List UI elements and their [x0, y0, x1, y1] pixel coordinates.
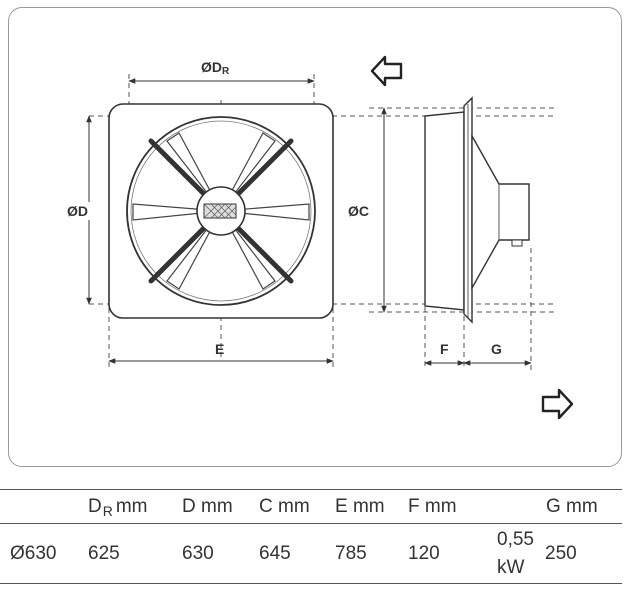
cell-power-unit: kW — [497, 557, 525, 578]
header-d: D mm — [182, 496, 233, 517]
header-f: F mm — [408, 496, 457, 517]
e-label: E — [215, 341, 224, 357]
g-label: G — [491, 341, 502, 357]
cell-dr: 625 — [88, 543, 120, 564]
header-c: C mm — [259, 496, 310, 517]
dr-label: ØDR — [201, 59, 230, 77]
airflow-arrow-right-icon — [541, 388, 574, 420]
header-e: E mm — [335, 496, 385, 517]
table-header-rule — [0, 523, 622, 524]
d-label: ØD — [67, 203, 88, 219]
header-g: G mm — [546, 496, 598, 517]
cell-model: Ø630 — [10, 543, 57, 564]
table-top-rule — [0, 489, 622, 490]
cell-g: 250 — [545, 543, 577, 564]
cell-power-value: 0,55 — [497, 529, 534, 550]
drawing-panel: ØDR ØD E ØC F G — [8, 7, 622, 467]
table-bottom-rule — [0, 583, 622, 584]
fan-side-view — [424, 96, 530, 324]
cell-d: 630 — [182, 543, 214, 564]
cell-c: 645 — [259, 543, 291, 564]
fan-technical-drawing: ØDR ØD E ØC F G — [65, 55, 574, 420]
airflow-arrow-left-icon — [370, 55, 403, 87]
c-label: ØC — [348, 203, 369, 219]
cell-f: 120 — [408, 543, 440, 564]
f-label: F — [440, 341, 449, 357]
cell-e: 785 — [335, 543, 367, 564]
hub-grille — [203, 203, 237, 219]
